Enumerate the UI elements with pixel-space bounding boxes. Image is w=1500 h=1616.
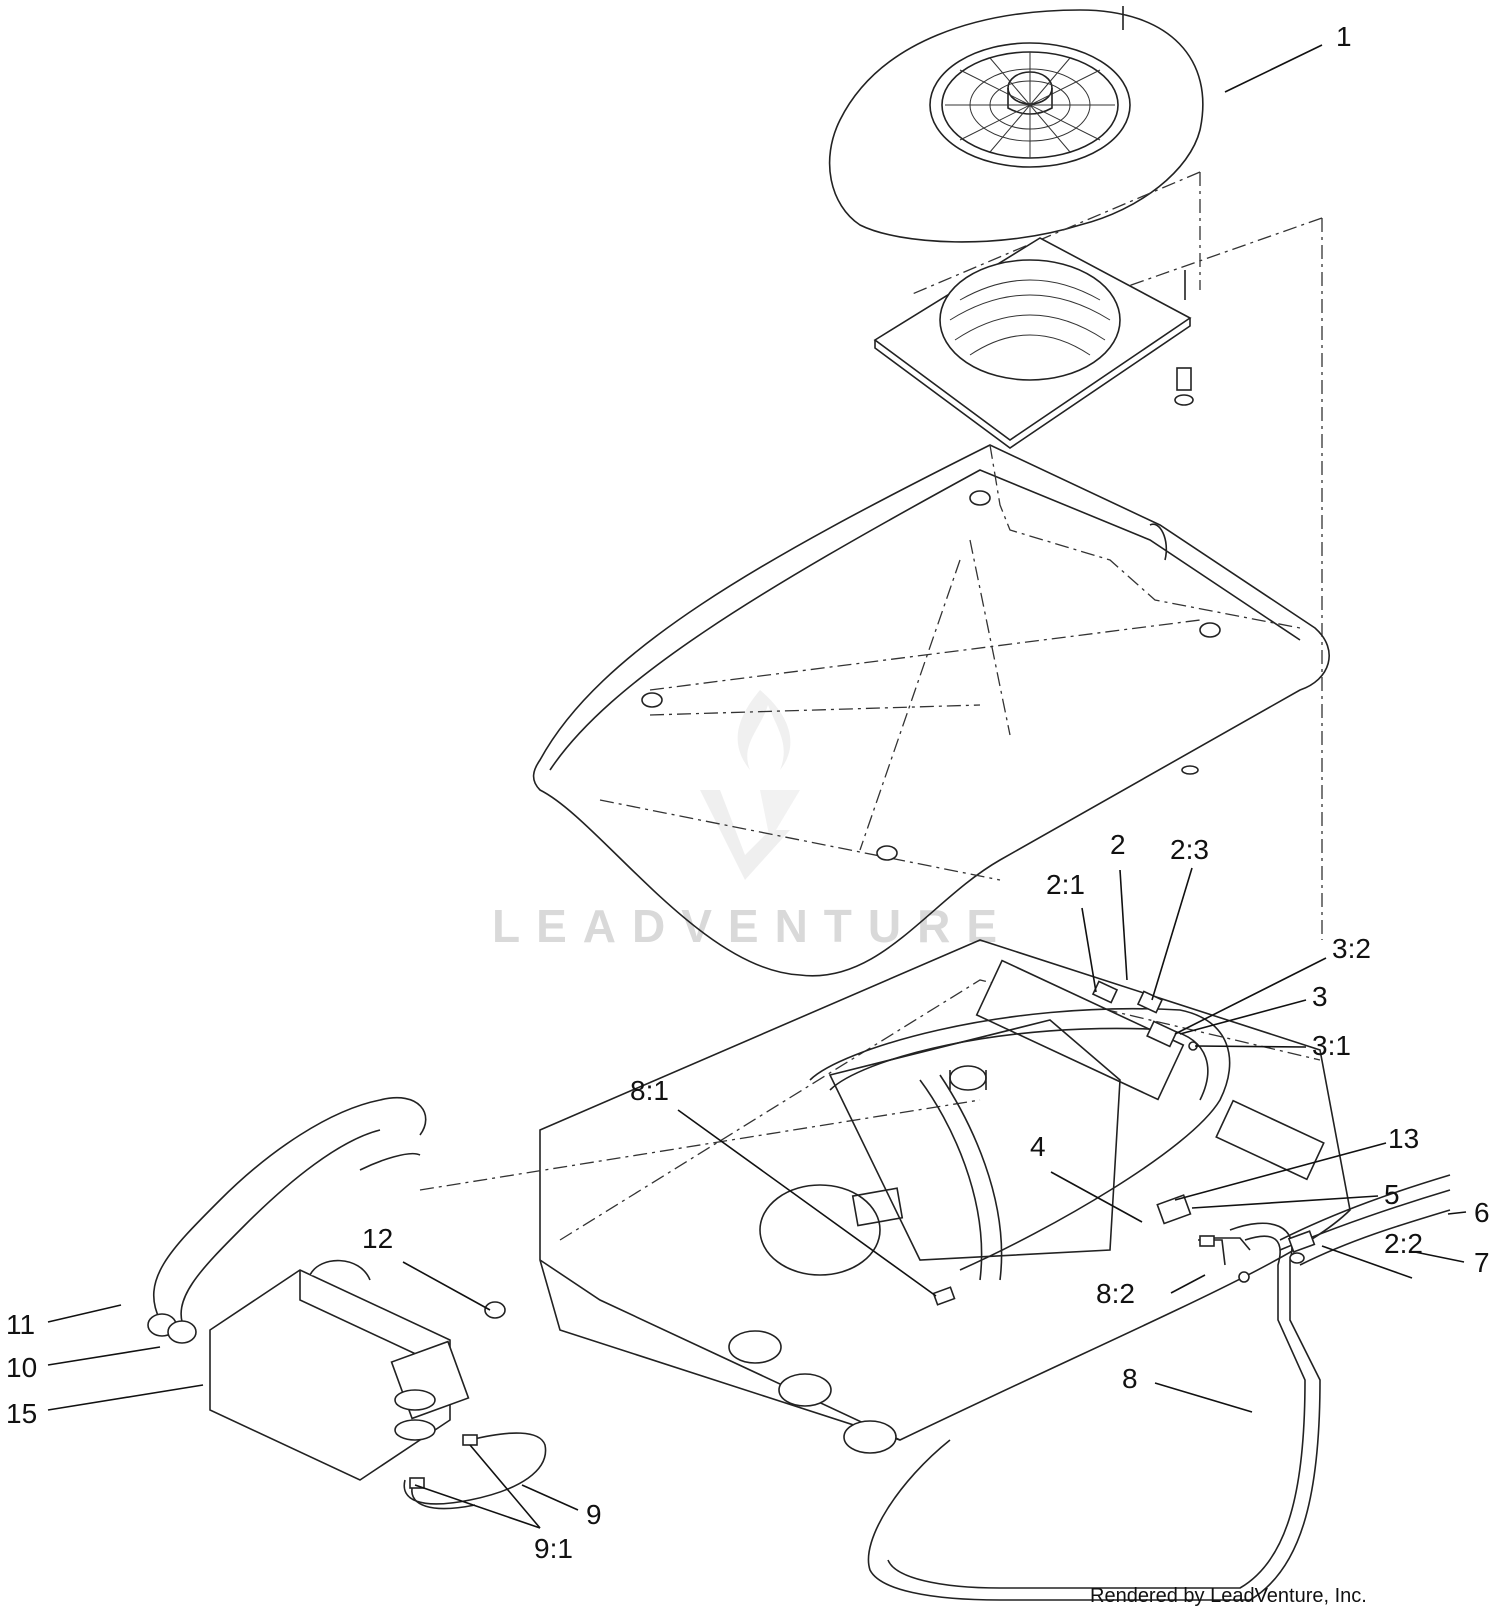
air-duct-hose [147,1097,427,1344]
callout-15: 15 [6,1398,37,1429]
rendered-by-credit: Rendered by LeadVenture, Inc. [1090,1585,1367,1607]
callout-2-2: 2:2 [1384,1228,1423,1259]
operator-base-pan [419,939,1351,1454]
callout-3: 3 [1312,981,1328,1012]
callout-2: 2 [1110,829,1126,860]
callout-2-1: 2:1 [1046,869,1085,900]
callout-4: 4 [1030,1131,1046,1162]
callout-3-2: 3:2 [1332,933,1371,964]
callout-9-1: 9:1 [534,1533,573,1564]
callout-3-1: 3:1 [1312,1030,1351,1061]
callout-8-1: 8:1 [630,1075,669,1106]
callout-10: 10 [6,1352,37,1383]
cab-frame-loop [867,1174,1451,1601]
callout-6: 6 [1474,1197,1490,1228]
callout-9: 9 [586,1499,602,1530]
callout-8-2: 8:2 [1096,1278,1135,1309]
callout-2-3: 2:3 [1170,834,1209,865]
callout-13: 13 [1388,1123,1419,1154]
callout-1: 1 [1336,21,1352,52]
callout-leaders [47,44,1467,1529]
heater-unit [209,1259,506,1481]
watermark-logo [700,690,800,880]
watermark-text: LEADVENTURE [492,900,1013,952]
callout-11: 11 [6,1309,35,1340]
hose-fittings-top [932,980,1198,1306]
callout-7: 7 [1474,1247,1490,1278]
fan-mounting-plate [873,237,1194,449]
callout-5: 5 [1384,1179,1400,1210]
fan-cover [828,6,1204,243]
callout-8: 8 [1122,1363,1138,1394]
callout-labels: 1 2 2:1 2:3 3:2 3 3:1 8:1 13 4 5 12 2:2 … [6,21,1490,1564]
heater-hoses [403,1432,547,1510]
roof-canopy-shell [532,444,1330,977]
callout-12: 12 [362,1223,393,1254]
